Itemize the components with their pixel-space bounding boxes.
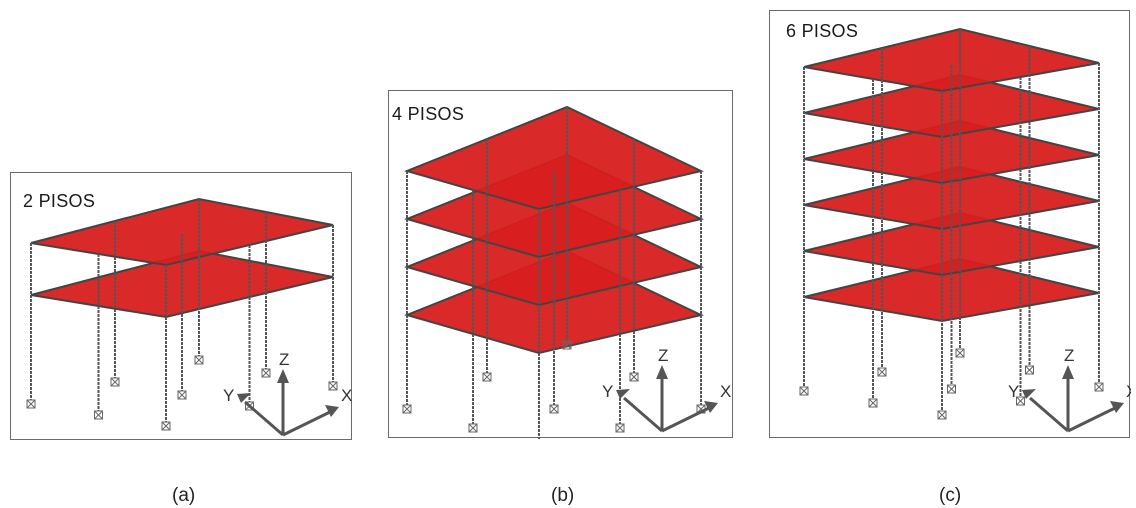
slabs-group: [402, 105, 706, 439]
y-axis-arrow: [623, 396, 663, 433]
x-axis-arrow: [661, 406, 710, 433]
support-icon: [110, 377, 120, 387]
support-icon: [26, 399, 36, 409]
support-icon: [245, 401, 254, 411]
model-panel-4-floors: Z Y X 4 PISOS: [388, 90, 733, 439]
y-axis-arrow: [1029, 396, 1069, 433]
axes-triad: Z Y X: [602, 346, 731, 433]
support-icon: [177, 390, 187, 400]
x-axis-label: X: [1126, 382, 1131, 401]
axes-triad: Z Y X: [1008, 346, 1131, 433]
support-icon: [402, 404, 412, 414]
support-icon: [1094, 382, 1104, 392]
support-icon: [161, 421, 171, 431]
support-icon: [468, 423, 478, 433]
support-icon: [947, 384, 956, 394]
floors-label: 6 PISOS: [786, 21, 859, 41]
support-icon: [562, 340, 572, 350]
model-panel-6-floors: Z Y X 6 PISOS: [769, 10, 1131, 438]
support-icon: [629, 372, 639, 382]
slabs-group: [26, 197, 338, 431]
x-axis-arrow: [282, 410, 331, 437]
caption-a: (a): [172, 485, 196, 506]
support-icon: [261, 368, 271, 378]
x-axis-arrow: [1067, 406, 1116, 433]
support-icon: [482, 372, 492, 382]
support-icon: [1025, 365, 1034, 375]
y-axis-label: Y: [602, 382, 613, 401]
floors-label: 4 PISOS: [392, 104, 465, 124]
support-icon: [194, 355, 204, 365]
support-icon: [549, 404, 559, 414]
support-icon: [615, 423, 625, 433]
support-icon: [937, 410, 947, 420]
support-icon: [94, 410, 103, 420]
y-axis-arrow: [244, 400, 284, 437]
support-icon: [1016, 396, 1025, 406]
support-icon: [868, 398, 878, 408]
caption-b: (b): [551, 485, 575, 506]
z-axis-label: Z: [658, 346, 668, 365]
support-icon: [955, 348, 965, 358]
support-icon: [799, 386, 809, 396]
z-axis-label: Z: [1064, 346, 1074, 365]
y-axis-label: Y: [1008, 382, 1019, 401]
axes-triad: Z Y X: [223, 350, 352, 437]
support-icon: [328, 381, 338, 391]
slabs-group: [799, 27, 1104, 420]
building-model-6-floors: Z Y X: [799, 27, 1131, 433]
x-axis-label: X: [720, 382, 731, 401]
floors-label: 2 PISOS: [23, 191, 96, 211]
building-model-2-floors: Z Y X: [26, 197, 352, 437]
z-axis-label: Z: [279, 350, 289, 369]
support-icon: [877, 367, 887, 377]
model-panel-2-floors: Z Y X 2 PISOS: [10, 172, 352, 440]
caption-c: (c): [939, 485, 962, 506]
building-model-4-floors: Z Y X: [402, 105, 731, 439]
y-axis-label: Y: [223, 386, 234, 405]
x-axis-label: X: [341, 386, 352, 405]
